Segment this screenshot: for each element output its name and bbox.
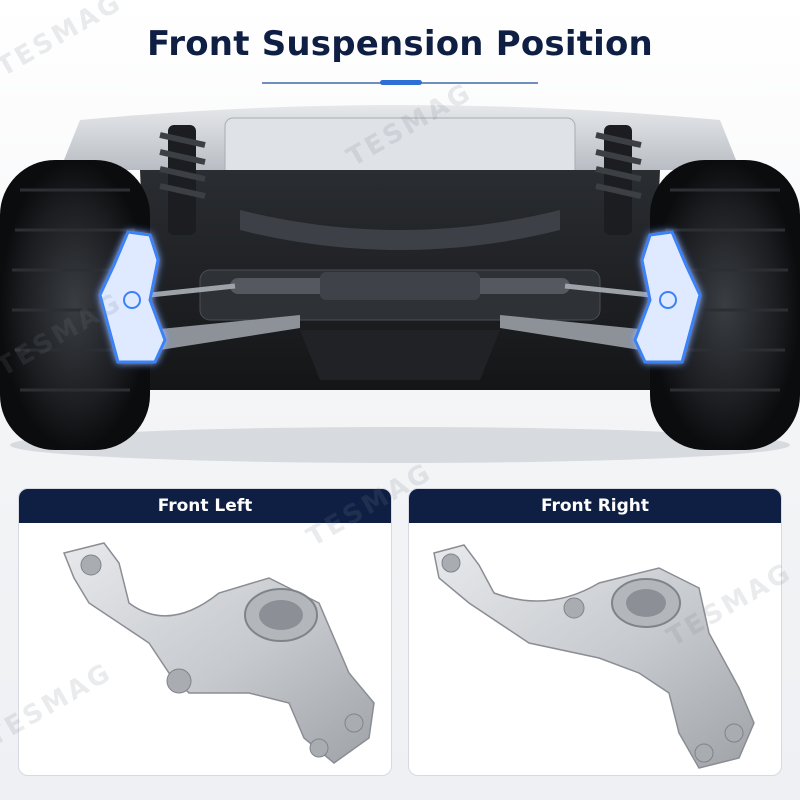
left-coil-spring <box>159 125 206 235</box>
left-control-arm <box>150 315 300 350</box>
page-title: Front Suspension Position <box>147 24 653 64</box>
steering-knuckle-right-icon <box>433 544 755 769</box>
front-right-label: Front Right <box>409 489 781 523</box>
front-right-panel: Front Right <box>408 488 782 776</box>
cross-member <box>240 210 560 250</box>
front-right-image <box>409 523 781 775</box>
suspension-illustration <box>0 100 800 470</box>
title-divider-accent <box>380 80 422 85</box>
right-coil-spring <box>595 125 642 235</box>
oil-pan <box>300 330 500 380</box>
right-tire <box>650 160 800 450</box>
ground-shadow <box>10 427 790 463</box>
left-knuckle-highlight <box>98 230 167 364</box>
right-control-arm <box>500 315 650 350</box>
right-tie-rod <box>564 283 651 298</box>
vehicle-front-underbody-icon <box>0 105 800 463</box>
right-knuckle-highlight <box>633 230 702 364</box>
left-tie-rod <box>149 283 236 298</box>
front-left-panel: Front Left <box>18 488 392 776</box>
rack-housing <box>320 272 480 300</box>
left-tire <box>0 160 150 450</box>
front-left-label: Front Left <box>19 489 391 523</box>
steering-knuckle-left-icon <box>62 542 375 764</box>
front-left-image <box>19 523 391 775</box>
radiator-panel <box>224 117 576 179</box>
